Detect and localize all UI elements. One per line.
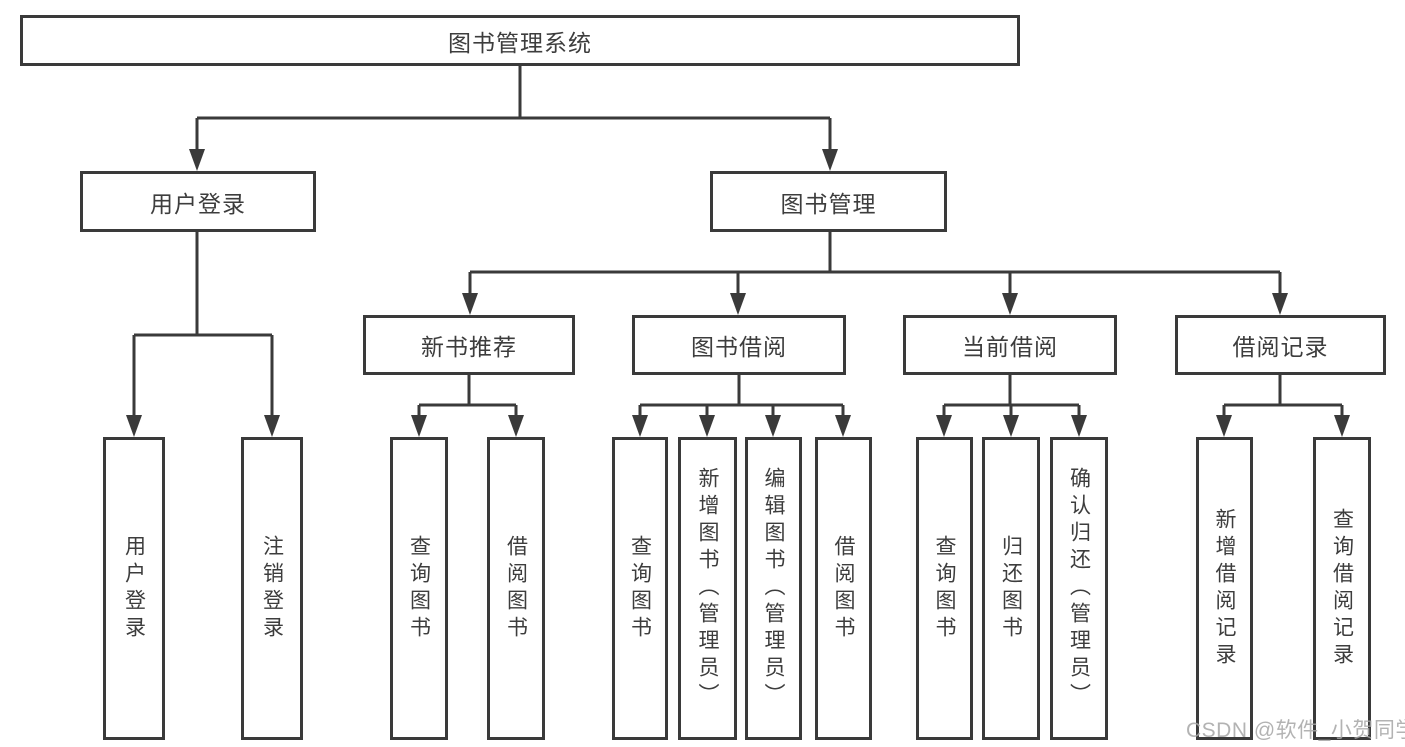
node-user-login: 用户登录 <box>80 171 316 232</box>
arrowhead <box>1002 293 1018 315</box>
node-leaf-confirm-return-admin: 确认归还（管理员） <box>1050 437 1108 740</box>
connector-root-to-level2 <box>195 66 832 150</box>
node-leaf-add-books-admin: 新增图书（管理员） <box>678 437 737 740</box>
arrowhead <box>1071 415 1087 437</box>
node-label: 图书管理系统 <box>448 29 592 56</box>
arrowhead <box>936 415 952 437</box>
node-leaf-return-books: 归还图书 <box>982 437 1040 740</box>
node-label: 查询图书 <box>628 534 652 643</box>
connector-book-borrow-to-leaves <box>638 374 845 416</box>
arrowhead <box>1216 415 1232 437</box>
node-leaf-user-login: 用户登录 <box>103 437 165 740</box>
node-label: 注销登录 <box>260 534 284 643</box>
node-new-book-recommend: 新书推荐 <box>363 315 575 375</box>
arrowhead <box>699 415 715 437</box>
node-leaf-query-books-current: 查询图书 <box>916 437 973 740</box>
node-label: 图书借阅 <box>691 334 787 360</box>
node-label: 借阅记录 <box>1232 334 1329 360</box>
arrowhead <box>632 415 648 437</box>
node-leaf-query-books-recommend: 查询图书 <box>390 437 448 740</box>
connector-book-mgmt-to-level3 <box>468 231 1282 294</box>
node-library-management-system: 图书管理系统 <box>20 15 1020 66</box>
arrowhead <box>822 149 838 171</box>
arrowhead <box>462 293 478 315</box>
node-label: 查询图书 <box>933 534 956 643</box>
arrowhead <box>411 415 427 437</box>
connector-user-login-to-leaves <box>132 231 274 416</box>
node-label: 用户登录 <box>122 534 146 643</box>
arrowhead <box>835 415 851 437</box>
arrowhead <box>1334 415 1350 437</box>
arrowhead <box>765 415 781 437</box>
node-label: 新增借阅记录 <box>1213 507 1236 670</box>
arrowhead <box>264 415 280 437</box>
node-book-management: 图书管理 <box>710 171 947 232</box>
node-book-borrow: 图书借阅 <box>632 315 846 375</box>
node-leaf-add-borrow-record: 新增借阅记录 <box>1196 437 1253 740</box>
node-label: 编辑图书（管理员） <box>762 467 785 710</box>
node-leaf-logout: 注销登录 <box>241 437 303 740</box>
arrowhead <box>730 293 746 315</box>
node-label: 确认归还（管理员） <box>1067 467 1091 710</box>
node-borrow-records: 借阅记录 <box>1175 315 1386 375</box>
node-leaf-query-borrow-record: 查询借阅记录 <box>1313 437 1371 740</box>
node-label: 归还图书 <box>999 534 1023 643</box>
node-leaf-borrow-books-recommend: 借阅图书 <box>487 437 545 740</box>
arrowheads <box>126 149 1350 437</box>
arrowhead <box>508 415 524 437</box>
node-current-borrow: 当前借阅 <box>903 315 1117 375</box>
node-label: 查询图书 <box>407 534 431 643</box>
node-label: 图书管理 <box>780 190 877 217</box>
arrowhead <box>1003 415 1019 437</box>
node-label: 新书推荐 <box>421 334 517 360</box>
connector-borrow-records-to-leaves <box>1222 374 1344 416</box>
arrowhead <box>126 415 142 437</box>
arrowhead <box>1272 293 1288 315</box>
node-label: 用户登录 <box>150 190 246 217</box>
node-label: 借阅图书 <box>832 534 855 643</box>
node-label: 借阅图书 <box>504 534 528 643</box>
node-label: 查询借阅记录 <box>1330 507 1354 670</box>
csdn-watermark: CSDN @软件_小贺同学 <box>1186 719 1405 742</box>
connector-segments <box>132 66 1344 416</box>
node-leaf-borrow-books: 借阅图书 <box>815 437 872 740</box>
arrowhead <box>189 149 205 171</box>
node-leaf-query-books-borrow: 查询图书 <box>612 437 668 740</box>
connector-new-book-to-leaves <box>417 374 518 416</box>
node-leaf-edit-books-admin: 编辑图书（管理员） <box>745 437 802 740</box>
node-label: 新增图书（管理员） <box>696 467 719 710</box>
node-label: 当前借阅 <box>962 334 1058 360</box>
connector-current-borrow-to-leaves <box>942 374 1081 416</box>
